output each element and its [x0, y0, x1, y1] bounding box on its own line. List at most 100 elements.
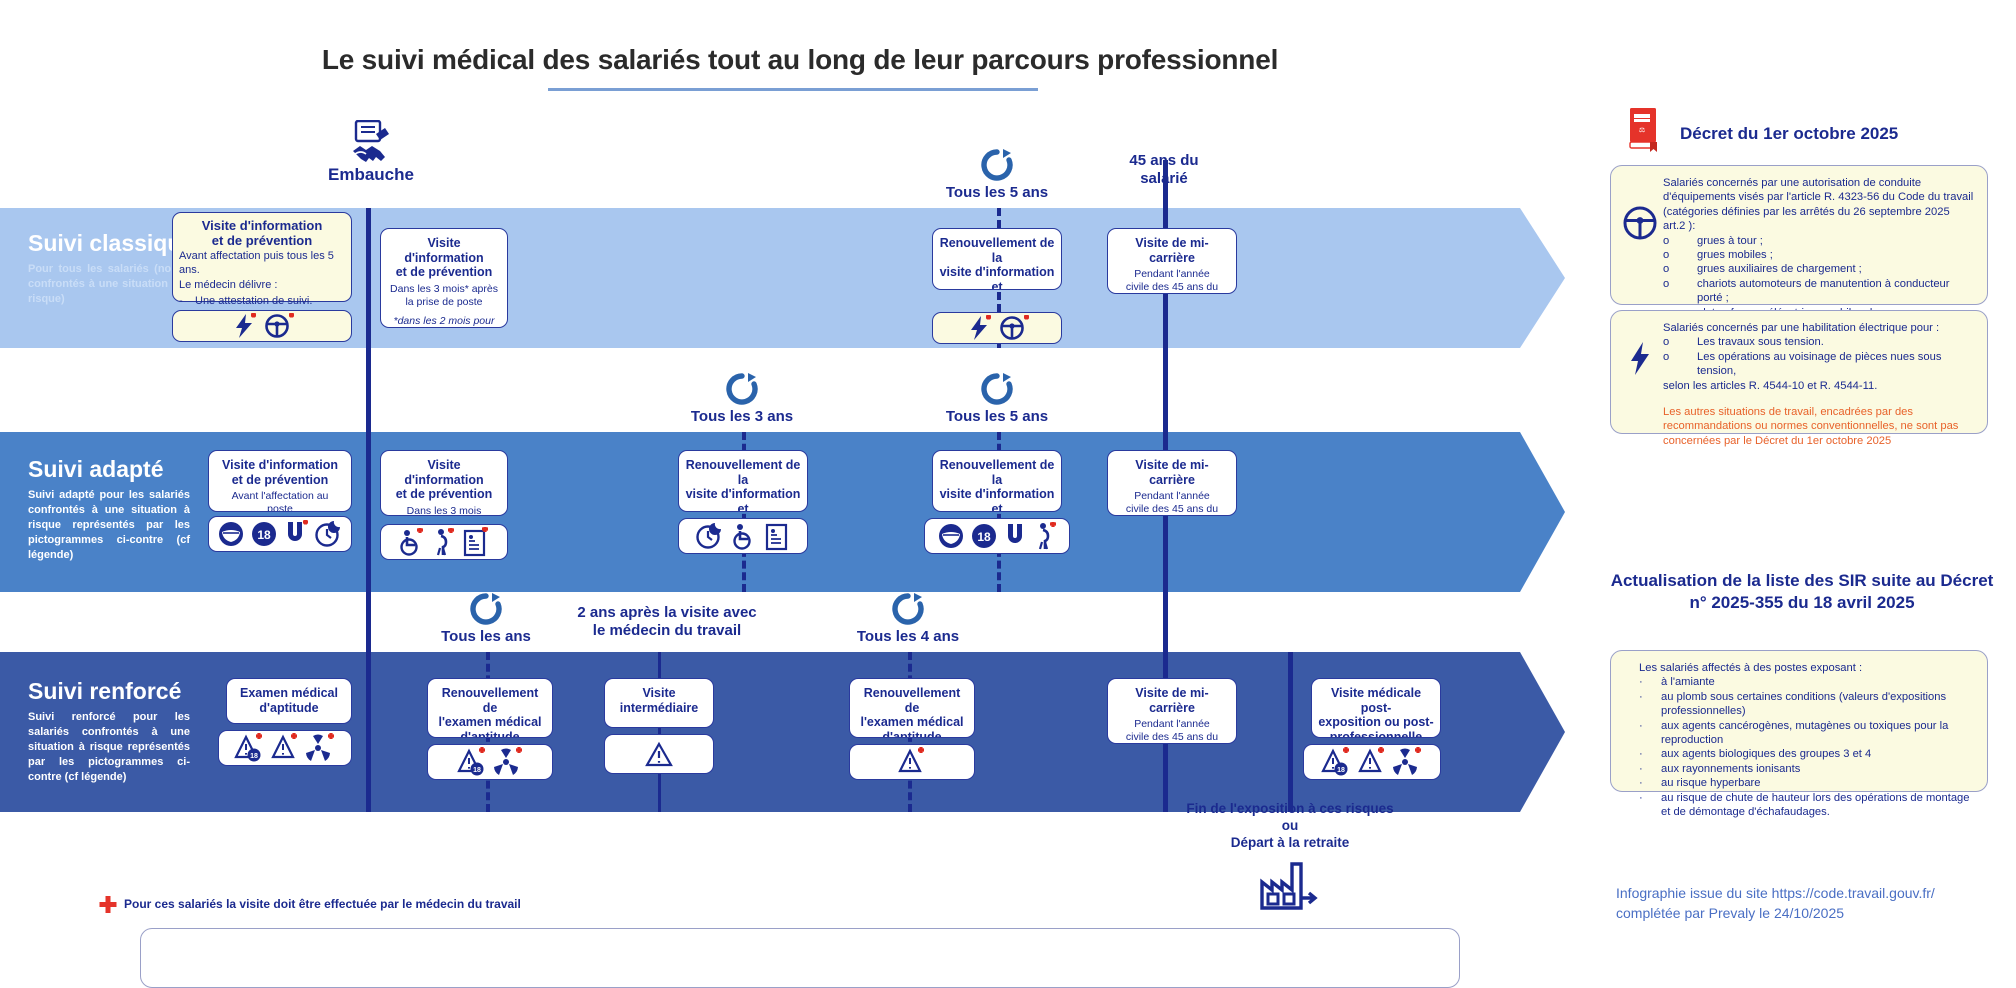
- marker-4ans: Tous les 4 ans: [833, 592, 983, 646]
- card-title: Visite d'information et de prévention: [395, 458, 493, 501]
- list-item: ·au risque de chute de hauteur lors des …: [1639, 791, 1970, 819]
- card-title: Renouvellement de la visite d'informatio…: [939, 236, 1055, 290]
- list-item: ·aux rayonnements ionisants: [1639, 762, 1801, 775]
- box-habilitation-electrique: Salariés concernés par une habilitation …: [1610, 310, 1988, 447]
- bullet: ·: [1639, 762, 1643, 775]
- svg-text:⚖: ⚖: [1639, 126, 1645, 134]
- card-title: Renouvellement de la visite d'informatio…: [939, 458, 1055, 512]
- under-18-icon: 18: [971, 523, 997, 549]
- pictos-row3-renouv-4ans: [849, 744, 975, 780]
- band-title-classique: Suivi classique: [28, 230, 195, 256]
- marker-label-5ans-r1: Tous les 5 ans: [945, 184, 1049, 201]
- radiation-icon: [306, 733, 336, 763]
- marker-5ans-r2: Tous les 5 ans: [922, 372, 1072, 426]
- card-line-1: Avant affectation puis tous les 5 ans.: [179, 250, 334, 276]
- band-subtitle-classique: Pour tous les salariés (non confrontés à…: [28, 263, 178, 305]
- pictos-row3-intermediaire: [604, 734, 714, 774]
- card-vip-avant-affectation: Visite d'information et de prévention Av…: [208, 450, 352, 512]
- title-underline: [548, 88, 1038, 91]
- bullet: ·: [1639, 748, 1643, 761]
- bullet: o: [1663, 234, 1670, 247]
- marker-label-tous-les-ans: Tous les ans: [441, 628, 531, 645]
- night-work-icon: [696, 523, 724, 549]
- card-title: Renouvellement de l'examen médical d'apt…: [860, 686, 964, 738]
- card-title: Examen médical d'aptitude: [240, 686, 338, 715]
- marker-5ans-r1: Tous les 5 ans: [922, 148, 1072, 202]
- pictos-row2-3mois: [380, 524, 508, 560]
- card-vip-3mois-row2: Visite d'information et de prévention Da…: [380, 450, 508, 516]
- card-body: Avant l'affectation au poste: [231, 490, 329, 512]
- list-item: ·aux agents cancérogènes, mutagènes ou t…: [1639, 719, 1949, 747]
- card-title: Visite d'information et de prévention: [395, 236, 493, 279]
- warning-triangle-icon: 18: [456, 747, 487, 777]
- card-examen-medical-aptitude: Examen médical d'aptitude: [226, 678, 352, 724]
- box-liste-sir: Les salariés affectés à des postes expos…: [1610, 650, 1988, 818]
- card-title: Visite intermédiaire: [619, 686, 699, 715]
- list-item: ·aux agents biologiques des groupes 3 et…: [1639, 748, 1872, 761]
- code-du-travail-book-icon: ⚖: [1624, 106, 1664, 154]
- breathing-mask-icon: [218, 521, 244, 547]
- decret-title: Décret du 1er octobre 2025: [1680, 124, 1899, 143]
- pictos-row1-renouv: [932, 312, 1062, 344]
- svg-text:18: 18: [1337, 767, 1345, 774]
- factory-exit-icon: [1258, 860, 1320, 912]
- card-mi-carriere-row3: Visite de mi-carrière Pendant l'année ci…: [1107, 678, 1237, 744]
- svg-text:18: 18: [250, 753, 258, 760]
- disabled-worker-icon: [731, 522, 757, 550]
- warning-triangle-icon: [644, 739, 674, 769]
- steering-wheel-icon: [264, 313, 294, 339]
- marker-label-3ans: Tous les 3 ans: [690, 408, 794, 425]
- breathing-mask-icon: [938, 523, 964, 549]
- disabled-worker-icon: [398, 528, 424, 556]
- disability-document-icon: [764, 521, 790, 551]
- marker-label-4ans: Tous les 4 ans: [856, 628, 960, 645]
- marker-label-2ans-apres: 2 ans après la visite avec le médecin du…: [577, 604, 757, 639]
- pictos-row1-legal: [172, 310, 352, 342]
- refresh-icon: [922, 372, 1072, 406]
- band-title-renforce: Suivi renforcé: [28, 678, 182, 704]
- warning-triangle-icon: 18: [1321, 747, 1351, 777]
- bullet: ·: [1639, 719, 1643, 732]
- steering-wheel-icon: [1623, 206, 1657, 240]
- warning-triangle-icon: [271, 733, 299, 763]
- card-renouv-examen-4ans: Renouvellement de l'examen médical d'apt…: [849, 678, 975, 738]
- svg-text:18: 18: [473, 767, 481, 774]
- box-intro: Salariés concernés par une habilitation …: [1663, 322, 1940, 334]
- lightning-bolt-icon: [231, 313, 257, 339]
- card-body: Pendant l'année civile des 45 ans du sal…: [1125, 268, 1219, 293]
- box-red-note: Les autres situations de travail, encadr…: [1663, 406, 1959, 447]
- card-vip-legal-info: Visite d'information et de prévention Av…: [172, 212, 352, 336]
- marker-45ans: 45 ans du salarié: [1088, 152, 1240, 188]
- band-subtitle-renforce: Suivi renforcé pour les salariés confron…: [28, 711, 190, 783]
- card-visite-post-exposition: Visite médicale post- exposition ou post…: [1311, 678, 1441, 738]
- timeline-dash-5ans-r2: [997, 432, 1001, 592]
- infographic-canvas: Le suivi médical des salariés tout au lo…: [0, 44, 1993, 988]
- pictos-row2-avant: 18: [208, 516, 352, 552]
- refresh-icon: [667, 372, 817, 406]
- card-title: Renouvellement de la visite d'informatio…: [685, 458, 801, 512]
- bullet: ·: [1639, 690, 1643, 703]
- marker-2ans-apres: 2 ans après la visite avec le médecin du…: [552, 604, 782, 640]
- bullet: o: [1663, 350, 1670, 363]
- night-work-icon: [314, 521, 343, 547]
- pictos-row3-renouv-ans: 18: [427, 744, 553, 780]
- card-title: Visite d'information et de prévention: [201, 218, 323, 248]
- steering-wheel-icon: [999, 315, 1029, 341]
- timeline-dash-3ans: [742, 432, 746, 592]
- pictos-row3-post: 18: [1303, 744, 1441, 780]
- band-title-adapte: Suivi adapté: [28, 456, 164, 482]
- card-body: Pendant l'année civile des 45 ans du sal…: [1125, 718, 1219, 743]
- bullet: o: [1663, 336, 1670, 349]
- card-mi-carriere-row2: Visite de mi-carrière Pendant l'année ci…: [1107, 450, 1237, 516]
- radiation-icon: [493, 747, 524, 777]
- card-renouvellement-vip-3ans: Renouvellement de la visite d'informatio…: [678, 450, 808, 512]
- card-visite-intermediaire: Visite intermédiaire: [604, 678, 714, 728]
- warning-triangle-icon: [1358, 747, 1386, 777]
- source-note: Infographie issue du site https://code.t…: [1616, 885, 1935, 921]
- card-renouv-examen-ans: Renouvellement de l'examen médical d'apt…: [427, 678, 553, 738]
- svg-text:18: 18: [977, 530, 991, 544]
- bullet: ·: [1639, 777, 1643, 790]
